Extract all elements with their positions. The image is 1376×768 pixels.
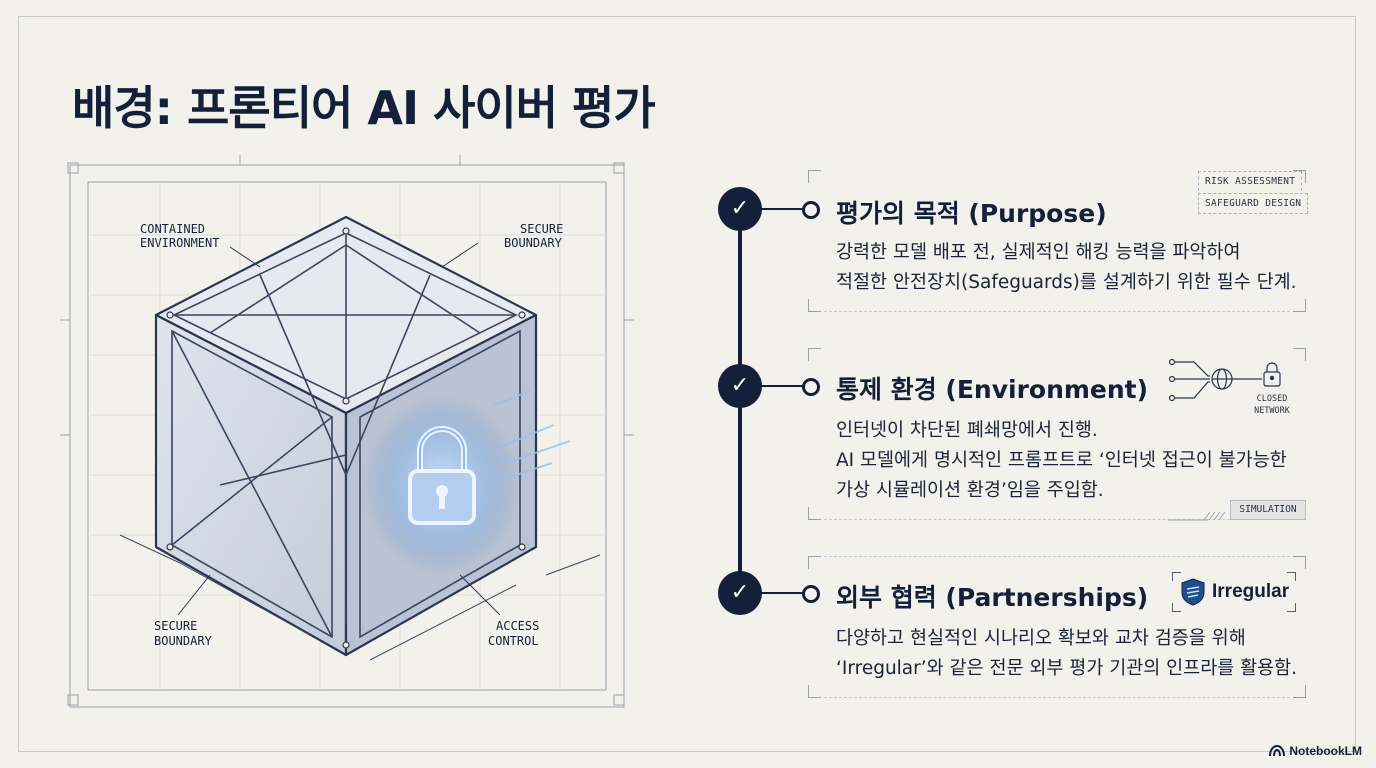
- closed-network-icon: CLOSED NETWORK: [1168, 358, 1291, 416]
- card-body: 강력한 모델 배포 전, 실제적인 해킹 능력을 파악하여 적절한 안전장치(S…: [836, 238, 1297, 298]
- tag-risk-assessment: RISK ASSESSMENT: [1198, 171, 1303, 191]
- card-body: 다양하고 현실적인 시나리오 확보와 교차 검증을 위해 ‘Irregular’…: [836, 624, 1297, 684]
- timeline-node: [802, 201, 820, 219]
- closed-network-label-2: NETWORK: [1254, 406, 1291, 416]
- card-body-line: 가상 시뮬레이션 환경’임을 주입함.: [836, 480, 1104, 501]
- label-secure-bottom-2: BOUNDARY: [154, 634, 213, 648]
- label-access-1: ACCESS: [496, 619, 539, 633]
- closed-network-label-1: CLOSED: [1257, 394, 1288, 404]
- page-title: 배경: 프론티어 AI 사이버 평가: [72, 81, 656, 135]
- card-title: 외부 협력 (Partnerships): [836, 583, 1149, 612]
- card-environment: 통제 환경 (Environment) 인터넷이 차단된 폐쇄망에서 진행. A…: [808, 348, 1306, 520]
- connector-line: [760, 385, 806, 387]
- timeline-node: [802, 585, 820, 603]
- padlock-icon: [364, 390, 571, 575]
- notebooklm-brand: NotebookLM: [1269, 744, 1362, 758]
- illustration-labels: CONTAINED ENVIRONMENT SECURE BOUNDARY SE…: [140, 222, 563, 648]
- card-body-line: 인터넷이 차단된 폐쇄망에서 진행.: [836, 420, 1098, 441]
- partner-logo-text: Irregular: [1212, 581, 1290, 602]
- card-title: 통제 환경 (Environment): [836, 375, 1149, 404]
- notebooklm-icon: [1269, 745, 1286, 757]
- card-title: 평가의 목적 (Purpose): [836, 199, 1107, 228]
- check-icon: ✓: [718, 187, 762, 231]
- leader-lines: [177, 242, 501, 616]
- connector-line: [760, 592, 806, 594]
- check-icon: ✓: [718, 364, 762, 408]
- check-icon: ✓: [718, 571, 762, 615]
- card-partnerships: 외부 협력 (Partnerships) 다양하고 현실적인 시나리오 확보와 …: [808, 556, 1306, 698]
- label-contained-1: CONTAINED: [140, 222, 205, 236]
- card-body-line: 강력한 모델 배포 전, 실제적인 해킹 능력을 파악하여: [836, 242, 1241, 263]
- card-purpose: 평가의 목적 (Purpose) 강력한 모델 배포 전, 실제적인 해킹 능력…: [808, 170, 1306, 312]
- shield-icon: [1181, 578, 1205, 606]
- connector-line: [760, 208, 806, 210]
- hatch-decoration: [1168, 511, 1226, 521]
- timeline-node: [802, 378, 820, 396]
- slide-frame: [18, 16, 1356, 752]
- label-access-2: CONTROL: [488, 634, 539, 648]
- simulation-tag: SIMULATION: [1230, 500, 1306, 520]
- secure-cube-illustration: CONTAINED ENVIRONMENT SECURE BOUNDARY SE…: [60, 155, 634, 708]
- cube-bolts: [166, 227, 526, 649]
- card-body-line: 다양하고 현실적인 시나리오 확보와 교차 검증을 위해: [836, 628, 1246, 649]
- tag-safeguard-design: SAFEGUARD DESIGN: [1198, 193, 1309, 214]
- brand-text: NotebookLM: [1289, 744, 1362, 758]
- card-body: 인터넷이 차단된 폐쇄망에서 진행. AI 모델에게 명시적인 프롬프트로 ‘인…: [836, 416, 1287, 506]
- irregular-logo: Irregular: [1172, 572, 1296, 612]
- label-contained-2: ENVIRONMENT: [140, 236, 219, 250]
- blueprint-frame: [60, 155, 634, 708]
- dimension-lines: [119, 534, 601, 661]
- label-secure-top-2: BOUNDARY: [504, 236, 563, 250]
- label-secure-top-1: SECURE: [520, 222, 563, 236]
- card-body-line: AI 모델에게 명시적인 프롬프트로 ‘인터넷 접근이 불가능한: [836, 450, 1287, 471]
- card-body-line: ‘Irregular’와 같은 전문 외부 평가 기관의 인프라를 활용함.: [836, 658, 1298, 679]
- card-body-line: 적절한 안전장치(Safeguards)를 설계하기 위한 필수 단계.: [836, 272, 1297, 293]
- label-secure-bottom-1: SECURE: [154, 619, 197, 633]
